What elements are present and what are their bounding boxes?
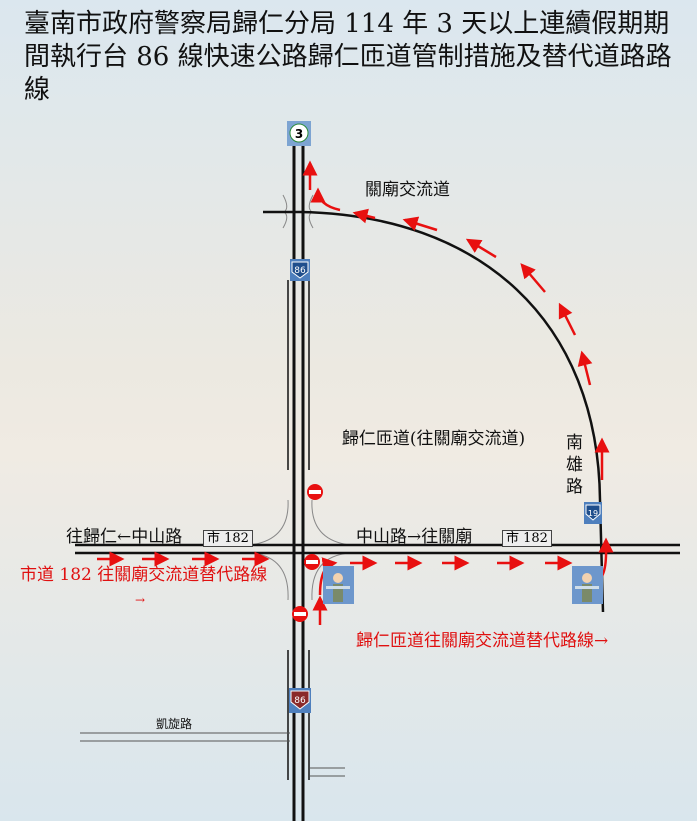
alt-route-1-arrow: →: [135, 593, 146, 607]
svg-text:19: 19: [588, 509, 598, 518]
alternate-route-arrows: [97, 160, 614, 625]
expressway-86-shield: 86: [289, 688, 311, 713]
svg-text:3: 3: [295, 127, 303, 141]
alt-route-2-label: 歸仁匝道往關廟交流道替代路線→: [356, 631, 609, 651]
expressway-86: [287, 146, 310, 821]
traffic-police-icon: [572, 566, 603, 604]
no-entry-sign: [292, 606, 308, 622]
ramp-label: 歸仁匝道(往關廟交流道): [341, 429, 526, 449]
west-road-label: 往歸仁←中山路: [66, 527, 183, 547]
provincial-3-shield: 3: [287, 121, 311, 146]
interchange-ramps: [249, 194, 351, 601]
expressway-86-shield: 86: [290, 259, 310, 281]
provincial-19-shield: 19: [584, 502, 602, 524]
no-entry-sign: [304, 554, 320, 570]
traffic-police-icon: [323, 566, 354, 604]
page-title: 臺南市政府警察局歸仁分局 114 年 3 天以上連續假期期間執行台 86 線快速…: [24, 9, 672, 105]
route-182-sign-east: 市 182: [502, 530, 552, 547]
guanmiao-interchange-label: 關廟交流道: [365, 180, 450, 200]
svg-text:86: 86: [294, 266, 306, 276]
alt-route-1-label: 市道 182 往關廟交流道替代路線: [20, 565, 268, 585]
no-entry-sign: [307, 484, 323, 500]
route-182-sign-west: 市 182: [203, 530, 253, 547]
kaixuan-road-label: 凱旋路: [156, 717, 193, 731]
nanxiong-road-label: 南雄路: [566, 433, 583, 497]
svg-text:86: 86: [294, 696, 306, 706]
east-road-label: 中山路→往關廟: [356, 527, 473, 547]
